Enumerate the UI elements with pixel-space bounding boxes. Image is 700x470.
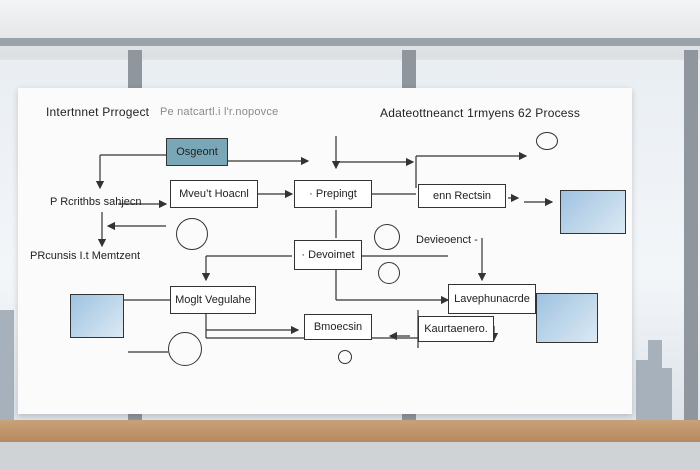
node-kaurtaeneru[interactable]: Kaurtaenero.: [418, 316, 494, 342]
label-prcunsis-mentment: PRcunsis I.t Memtzent: [30, 250, 141, 262]
node-devoinemt[interactable]: · Devoimet: [294, 240, 362, 270]
sunflower-icon: [536, 132, 558, 150]
building: [0, 310, 14, 420]
window-post: [684, 50, 698, 430]
process-title: Adateottneanct 1rmyens 62 Process: [380, 106, 581, 120]
lightbulb-icon: [374, 224, 400, 250]
node-moglt-vegulahe[interactable]: Moglt Vegulahe: [170, 286, 256, 314]
headset-icon: [176, 218, 208, 250]
node-prepingt[interactable]: · Prepingt: [294, 180, 372, 208]
tablet-icon: [70, 294, 124, 338]
window-rail: [0, 38, 700, 46]
building: [648, 340, 662, 420]
node-bmoecsin[interactable]: Bmoecsin: [304, 314, 372, 340]
label-prcrlthbs-sahjecn: P Rcrithbs sahjecn: [50, 196, 142, 208]
chart-icon: [168, 332, 202, 366]
project-subtitle: Pe natcartl.i l'r.nopovce: [160, 106, 279, 118]
node-enn-recisin[interactable]: enn Rectsin: [418, 184, 506, 208]
project-title: Intertnnet Prrogect: [46, 105, 150, 119]
building: [636, 360, 648, 420]
whiteboard: Intertnnet Prrogect Pe natcartl.i l'r.no…: [18, 88, 632, 414]
node-osgeont[interactable]: Osgeont: [166, 138, 228, 166]
window-sill: [0, 420, 700, 442]
label-devieoenct: Devieoenct -: [416, 234, 478, 246]
penguin-icon: [536, 293, 598, 343]
rocket-icon: [560, 190, 626, 234]
cloud-icon: [378, 262, 400, 284]
ceiling: [0, 0, 700, 58]
floor: [0, 442, 700, 470]
small-circle-icon: [338, 350, 352, 364]
node-laverphunacrde[interactable]: Lavephunacrde: [448, 284, 536, 314]
building: [662, 368, 672, 420]
node-mveut-hoacn[interactable]: Mveu’t Hoacnl: [170, 180, 258, 208]
